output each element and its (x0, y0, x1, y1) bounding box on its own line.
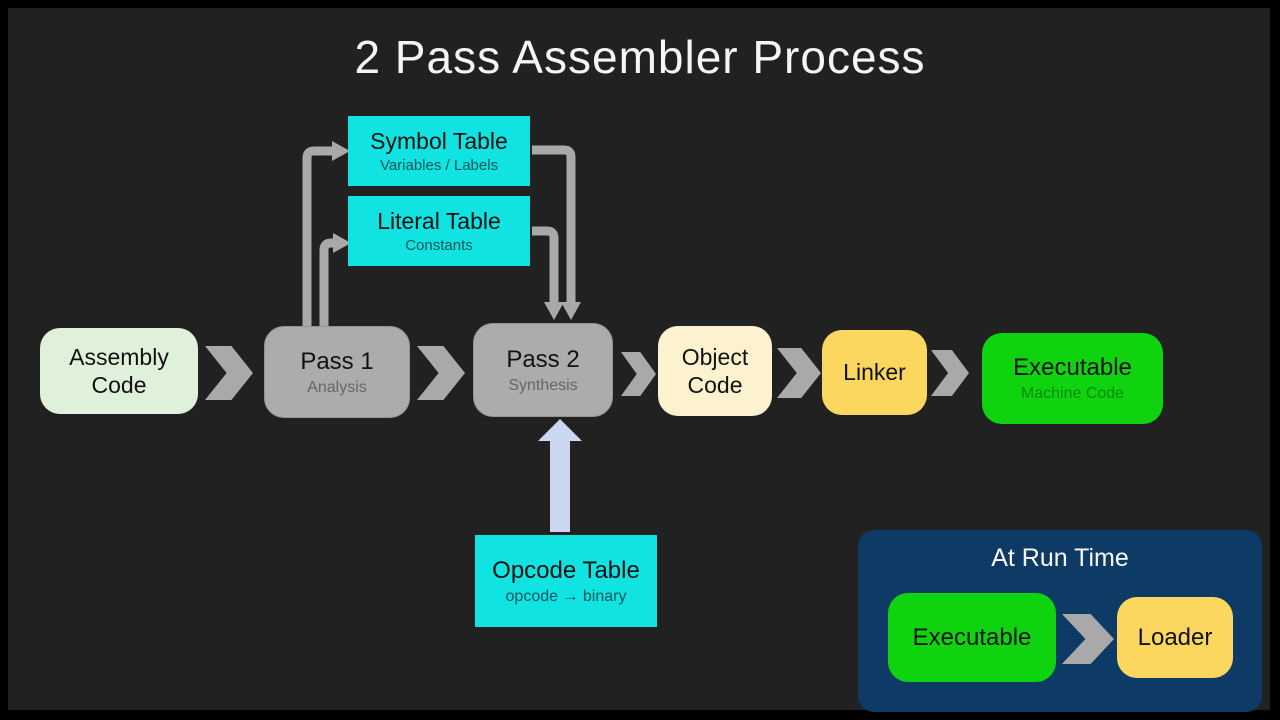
page-title: 2 Pass Assembler Process (354, 31, 926, 83)
pass1-box: Pass 1 Analysis (264, 326, 410, 418)
object-code-label: Object Code (681, 343, 749, 398)
pass2-sublabel: Synthesis (508, 376, 578, 394)
literal-table-subtitle: Constants (405, 236, 473, 254)
loader-box: Loader (1117, 597, 1233, 678)
loader-label: Loader (1137, 623, 1213, 651)
symbol-table-box: Symbol Table Variables / Labels (348, 116, 530, 186)
run-time-title: At Run Time (991, 544, 1129, 572)
run-time-panel: At Run Time Executable Loader (858, 530, 1262, 712)
executable-sublabel: Machine Code (1020, 385, 1125, 403)
arrow-executable-to-loader (1062, 614, 1114, 664)
literal-table-box: Literal Table Constants (348, 196, 530, 266)
assembly-code-label: Assembly Code (69, 343, 169, 398)
opcode-table-title: Opcode Table (492, 556, 640, 584)
symbol-table-subtitle: Variables / Labels (379, 156, 499, 174)
pass1-sublabel: Analysis (307, 378, 367, 396)
executable-box: Executable Machine Code (982, 333, 1163, 424)
assembly-code-box: Assembly Code (40, 328, 198, 414)
symbol-table-title: Symbol Table (370, 127, 508, 154)
runtime-executable-label: Executable (912, 623, 1032, 651)
pass2-box: Pass 2 Synthesis (473, 323, 613, 417)
opcode-table-box: Opcode Table opcode → binary (475, 535, 657, 627)
pass1-label: Pass 1 (300, 347, 374, 375)
literal-table-title: Literal Table (377, 207, 501, 234)
runtime-executable-box: Executable (888, 593, 1056, 682)
linker-label: Linker (843, 359, 906, 386)
executable-label: Executable (1013, 354, 1132, 382)
linker-box: Linker (822, 330, 927, 415)
opcode-table-subtitle: opcode → binary (505, 587, 627, 605)
object-code-box: Object Code (658, 326, 772, 416)
pass2-label: Pass 2 (506, 345, 580, 373)
